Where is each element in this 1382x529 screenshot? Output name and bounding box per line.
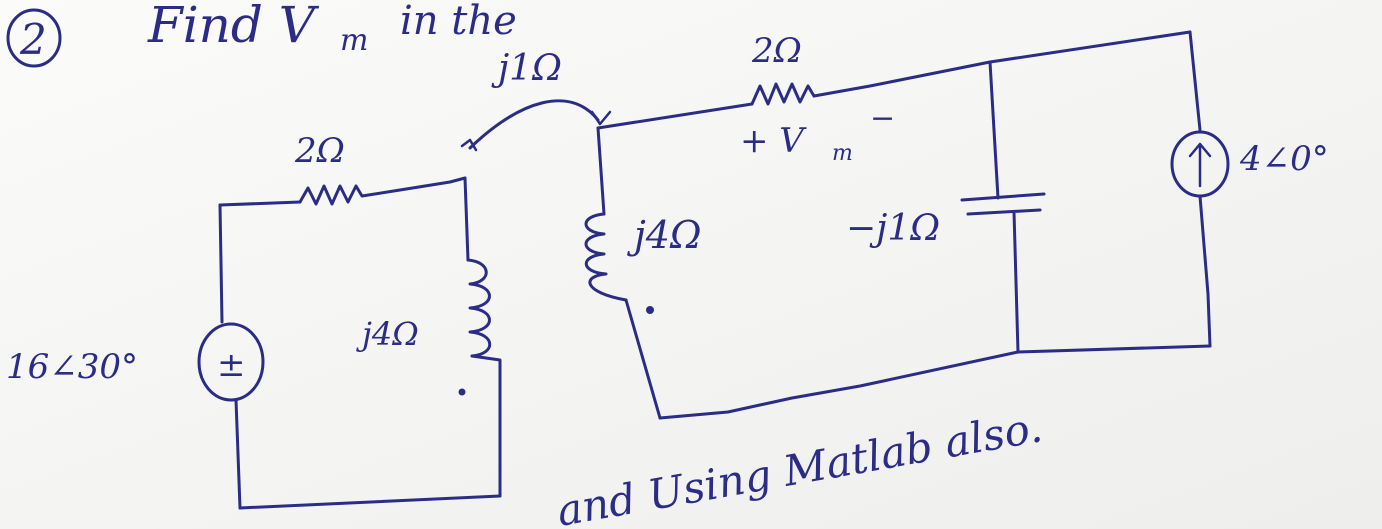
left-inductor-label: j4Ω (356, 315, 419, 353)
left-inductor (466, 258, 492, 358)
voltage-source-symbol: ± (217, 345, 246, 385)
mutual-inductance-label: j1Ω (491, 48, 562, 89)
capacitor-plate-top (960, 192, 1046, 202)
problem-number-badge: 2 (6, 8, 62, 68)
coupling-arc (468, 99, 600, 150)
left-left-wire-lower (234, 398, 242, 510)
right-source-wire-upper (1188, 30, 1202, 132)
heading-tail: in the (400, 0, 517, 44)
current-source-value: 4∠0° (1239, 139, 1329, 179)
capacitor-wire-upper (988, 60, 1000, 200)
capacitor-wire-lower (1012, 210, 1020, 354)
capacitor-plate-bottom (966, 208, 1042, 216)
right-loop: 2Ω + V m − j4Ω −j1Ω 4∠0° (584, 30, 1329, 420)
vm-plus-label: + V (740, 121, 807, 161)
left-top-right-wire (448, 176, 467, 184)
right-resistor-label: 2Ω (751, 31, 802, 71)
coupling-arrow-left (460, 138, 478, 152)
left-resistor (298, 180, 452, 206)
right-resistor (750, 82, 816, 106)
current-source-arrow (1188, 142, 1212, 188)
right-inductor-dot (646, 306, 654, 314)
left-right-wire-lower (470, 354, 502, 498)
problem-number: 2 (19, 15, 47, 64)
right-inductor-label: j4Ω (627, 213, 701, 257)
right-top-left-wire (596, 102, 754, 130)
right-top-wire (812, 30, 1192, 98)
footer-note: and Using Matlab also. (553, 402, 1046, 529)
vm-subscript: m (832, 141, 853, 166)
left-bottom-wire (238, 494, 502, 510)
left-inductor-dot (458, 388, 466, 396)
coupling-arrow-right (590, 110, 612, 126)
capacitor-label: −j1Ω (846, 208, 940, 249)
problem-heading: Find V m in the (147, 0, 517, 58)
vm-minus-label: − (870, 101, 895, 136)
heading-text: Find V (147, 0, 320, 54)
right-inductor (584, 212, 628, 302)
right-bottom-wire (658, 350, 1020, 420)
right-source-wire-lower (1198, 194, 1212, 348)
heading-subscript: m (340, 23, 368, 58)
left-left-wire-upper (218, 203, 224, 324)
voltage-source (197, 322, 265, 402)
right-left-wire-upper (596, 126, 606, 216)
left-top-wire (218, 200, 302, 207)
right-bottom-right-wire (1016, 344, 1212, 354)
voltage-source-value: 16∠30° (6, 347, 138, 387)
left-loop: ± 2Ω j4Ω 16∠30° (6, 131, 502, 510)
mutual-coupling: j1Ω (460, 48, 612, 152)
left-resistor-label: 2Ω (294, 131, 345, 171)
right-left-wire-lower (624, 298, 662, 420)
left-right-wire-upper (463, 176, 470, 262)
